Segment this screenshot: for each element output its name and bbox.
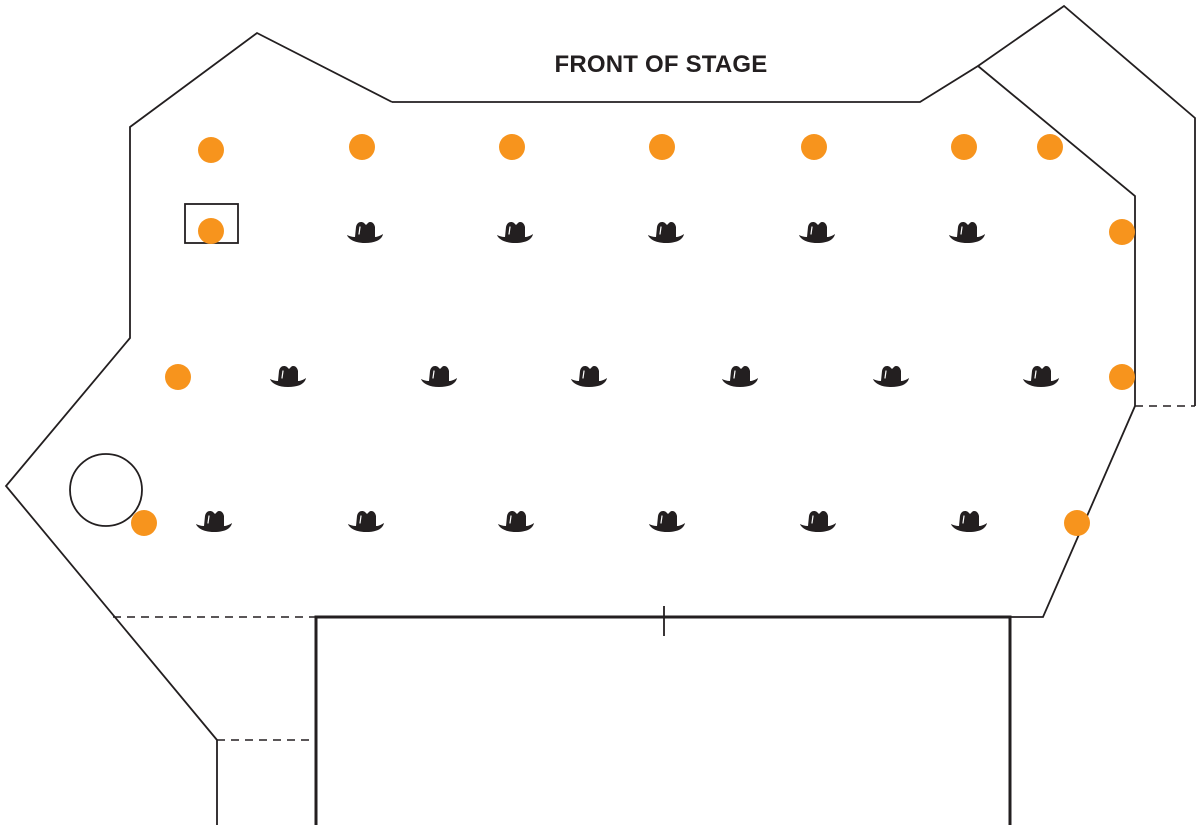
cowboy-hat-icon [649,511,685,532]
cowboy-hat-icon [799,222,835,243]
orange-dot-icon [1064,510,1090,536]
front-of-stage-label: FRONT OF STAGE [554,51,767,78]
cowboy-hat-icon [347,222,383,243]
orange-dot-icon [198,137,224,163]
cowboy-hat-icon [196,511,232,532]
cowboy-hat-icon [571,366,607,387]
orange-dot-icon [349,134,375,160]
cowboy-hat-icon [498,511,534,532]
orange-dot-icon [165,364,191,390]
cowboy-hat-icon [951,511,987,532]
orange-dot-icon [801,134,827,160]
right-wing-outline [977,4,1196,406]
lower-stage-area [314,615,1012,825]
orange-dot-icon [198,218,224,244]
performer-hats [196,222,1059,532]
cowboy-hat-icon [270,366,306,387]
orange-dot-icon [649,134,675,160]
orange-dot-icon [1109,219,1135,245]
orange-dot-icon [131,510,157,536]
cowboy-hat-icon [1023,366,1059,387]
cowboy-hat-icon [348,511,384,532]
cowboy-hat-icon [722,366,758,387]
position-markers [131,134,1135,536]
room-outline-top [392,64,1136,618]
circle-prop [69,453,143,527]
orange-dot-icon [1109,364,1135,390]
cowboy-hat-icon [648,222,684,243]
cowboy-hat-icon [497,222,533,243]
orange-dot-icon [499,134,525,160]
cowboy-hat-icon [873,366,909,387]
orange-dot-icon [1037,134,1063,160]
cowboy-hat-icon [800,511,836,532]
cowboy-hat-icon [421,366,457,387]
cowboy-hat-icon [949,222,985,243]
orange-dot-icon [951,134,977,160]
